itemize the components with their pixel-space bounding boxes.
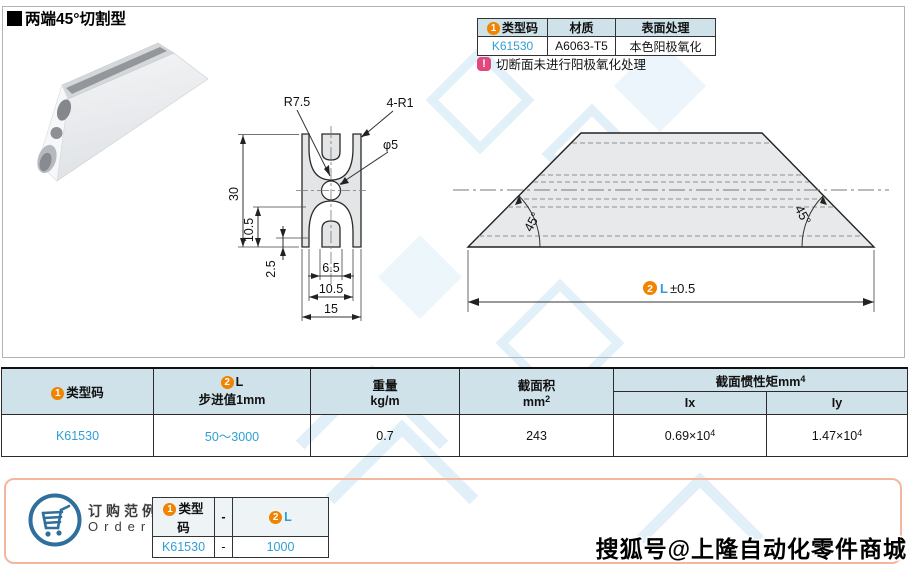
iy-sup: 4 (857, 428, 863, 438)
order-example-label-en: Order (88, 519, 152, 534)
spec-material-value: A6063-T5 (547, 36, 616, 56)
circled-1-icon: 1 (51, 387, 65, 400)
main-col-type-label: 类型码 (66, 386, 104, 400)
spec-col-surface-header: 表面处理 (615, 18, 716, 37)
main-table-data-row: K61530 50～3000 0.7 243 0.69×104 1.47×104 (1, 414, 908, 457)
main-table-header-row2: Ix Iy (2, 391, 908, 415)
caution-note: ! 切断面未进行阳极氧化处理 (477, 54, 646, 73)
ix-base: 0.69×10 (664, 429, 711, 443)
page-title: 两端45°切割型 (7, 7, 126, 29)
main-col-ix-header: Ix (613, 391, 767, 415)
main-col-inertia-header: 截面惯性矩mm4 (613, 367, 908, 392)
order-dash-header: - (214, 497, 233, 537)
order-type-code[interactable]: K61530 (152, 536, 215, 558)
ix-value: 0.69×104 (613, 414, 767, 457)
order-table-data-row: K61530 - 1000 (152, 536, 329, 558)
ix-sup: 4 (710, 428, 716, 438)
spec-surface-value: 本色阳极氧化 (615, 36, 716, 56)
order-dash-value: - (214, 536, 233, 558)
order-example-label-cn: 订购范例 (88, 503, 160, 519)
main-col-weight-header: 重量 kg/m (310, 367, 460, 415)
drawing-area-border (2, 6, 905, 358)
weight-value: 0.7 (310, 414, 460, 457)
sohu-watermark-text: 搜狐号@上隆自动化零件商城 (595, 536, 907, 562)
page-title-text: 两端45°切割型 (25, 11, 126, 28)
order-col-type-label: 类型码 (177, 502, 204, 535)
main-col-length-label: L (235, 375, 244, 389)
main-col-length-step: 步进值1mm (198, 393, 266, 407)
circled-1-icon: 1 (486, 22, 500, 35)
spec-col-material-header: 材质 (547, 18, 616, 37)
main-col-weight-label: 重量 (372, 379, 398, 393)
order-length-value: 1000 (232, 536, 329, 558)
circled-2-icon: 2 (220, 376, 234, 389)
main-col-inertia-label: 截面惯性矩mm (715, 374, 801, 389)
main-col-iy-header: Iy (766, 391, 908, 415)
spec-type-code[interactable]: K61530 (477, 36, 548, 56)
exclamation-icon: ! (477, 56, 491, 71)
main-col-area-header: 截面积 mm2 (459, 367, 614, 415)
circled-2-icon: 2 (269, 511, 283, 524)
length-range-value[interactable]: 50～3000 (153, 414, 311, 457)
order-col-length-label: L (284, 510, 292, 524)
main-col-area-unit: mm (522, 394, 546, 409)
spec-table-data-row: K61530 A6063-T5 本色阳极氧化 (477, 36, 716, 56)
cart-icon (28, 493, 82, 547)
main-col-inertia-sup: 4 (800, 373, 806, 384)
iy-value: 1.47×104 (766, 414, 908, 457)
circled-1-icon: 1 (163, 503, 177, 516)
main-col-area-label: 截面积 (517, 378, 556, 393)
iy-base: 1.47×10 (811, 429, 858, 443)
main-col-weight-unit: kg/m (370, 394, 400, 408)
caution-note-text: 切断面未进行阳极氧化处理 (496, 58, 647, 72)
main-col-area-unit-sup: 2 (545, 393, 551, 404)
area-value: 243 (459, 414, 614, 457)
type-code-value[interactable]: K61530 (1, 414, 154, 457)
spec-col-type-label: 类型码 (501, 21, 538, 35)
title-bullet-square (7, 10, 22, 26)
